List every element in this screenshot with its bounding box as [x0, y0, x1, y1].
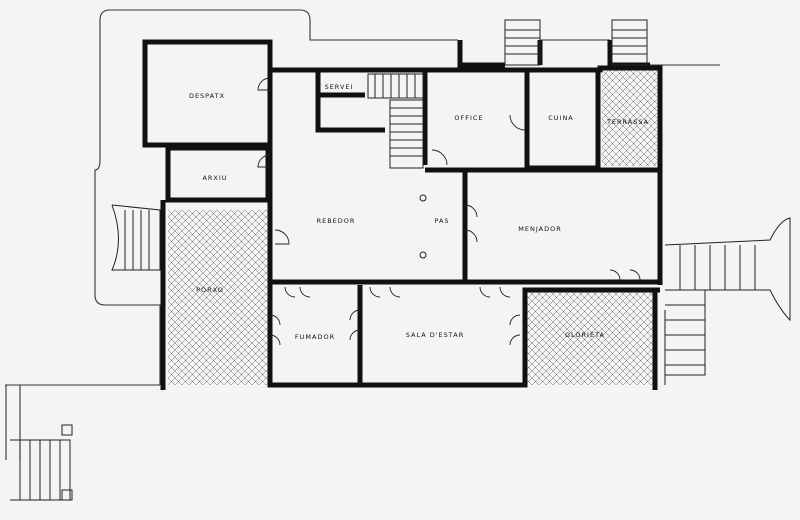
label-fumador: FUMADOR [295, 333, 335, 341]
column [419, 194, 427, 202]
label-rebedor: REBEDOR [317, 217, 356, 225]
glorieta-area [526, 290, 656, 385]
column [419, 251, 427, 259]
label-terrassa: TERRASSA [606, 118, 649, 126]
label-despatx: DESPATX [189, 92, 225, 100]
label-cuina: CUINA [548, 114, 574, 122]
label-office: OFFICE [454, 114, 483, 122]
doors [257, 77, 641, 346]
label-arxiu: ARXIU [202, 174, 227, 182]
label-porxo: PORXO [196, 286, 224, 294]
porxo-area [168, 210, 268, 385]
label-pas: PAS [434, 217, 449, 225]
label-menjador: MENJADOR [518, 225, 561, 233]
site-boundary [5, 9, 720, 460]
stairs [10, 19, 791, 501]
label-glorieta: GLORIETA [565, 331, 605, 339]
terrassa-area [602, 68, 657, 166]
label-servei: SERVEI [325, 83, 354, 91]
label-sala-estar: SALA D'ESTAR [406, 331, 464, 339]
